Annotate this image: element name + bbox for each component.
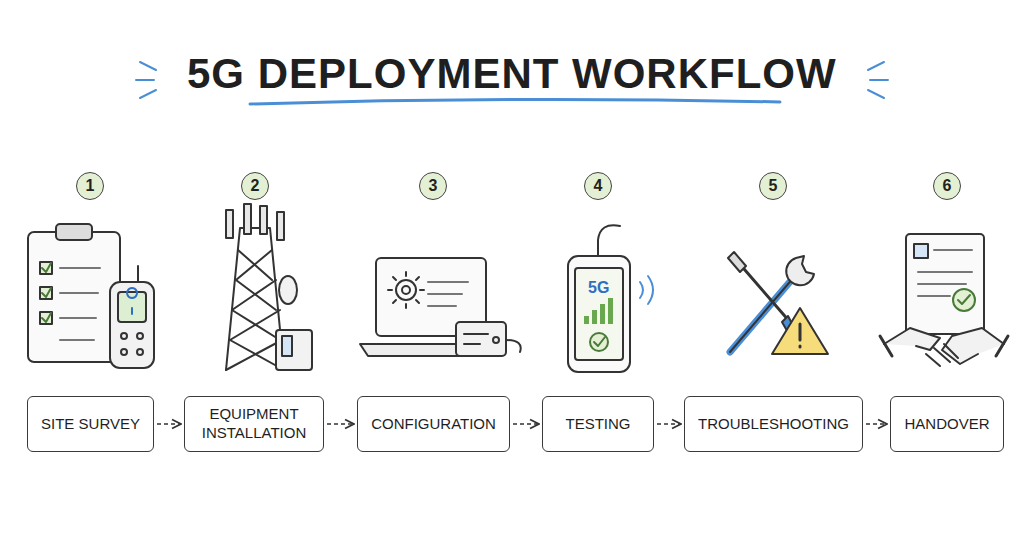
- flow-arrow: [866, 423, 887, 425]
- step-label: HANDOVER: [904, 415, 989, 434]
- tower-icon: [226, 204, 312, 370]
- laptop-icon: [360, 258, 521, 356]
- step-box: CONFIGURATION: [357, 396, 510, 452]
- flow-arrow: [327, 423, 354, 425]
- step-box: TESTING: [542, 396, 654, 452]
- step-label: TESTING: [565, 415, 630, 434]
- step-label: SITE SURVEY: [41, 415, 140, 434]
- step-number: 1: [76, 172, 104, 200]
- step-box: EQUIPMENT INSTALLATION: [184, 396, 324, 452]
- handover-icon: [880, 234, 1008, 366]
- clipboard-icon: [28, 224, 154, 368]
- step-box: SITE SURVEY: [27, 396, 154, 452]
- step-box: HANDOVER: [890, 396, 1004, 452]
- screen-text: 5G: [588, 279, 609, 297]
- step-label: EQUIPMENT INSTALLATION: [197, 405, 311, 443]
- flow-arrow: [657, 423, 681, 425]
- flow-arrow: [513, 423, 539, 425]
- step-label: CONFIGURATION: [371, 415, 496, 434]
- step-number: 2: [241, 172, 269, 200]
- step-label: TROUBLESHOOTING: [698, 415, 849, 434]
- step-number: 3: [419, 172, 447, 200]
- diagram-title: 5G DEPLOYMENT WORKFLOW: [187, 50, 837, 98]
- phone-icon: [568, 225, 653, 372]
- step-number: 4: [584, 172, 612, 200]
- step-box: TROUBLESHOOTING: [684, 396, 863, 452]
- tools-icon: [728, 252, 828, 354]
- step-number: 5: [759, 172, 787, 200]
- step-number: 6: [933, 172, 961, 200]
- flow-arrow: [157, 423, 181, 425]
